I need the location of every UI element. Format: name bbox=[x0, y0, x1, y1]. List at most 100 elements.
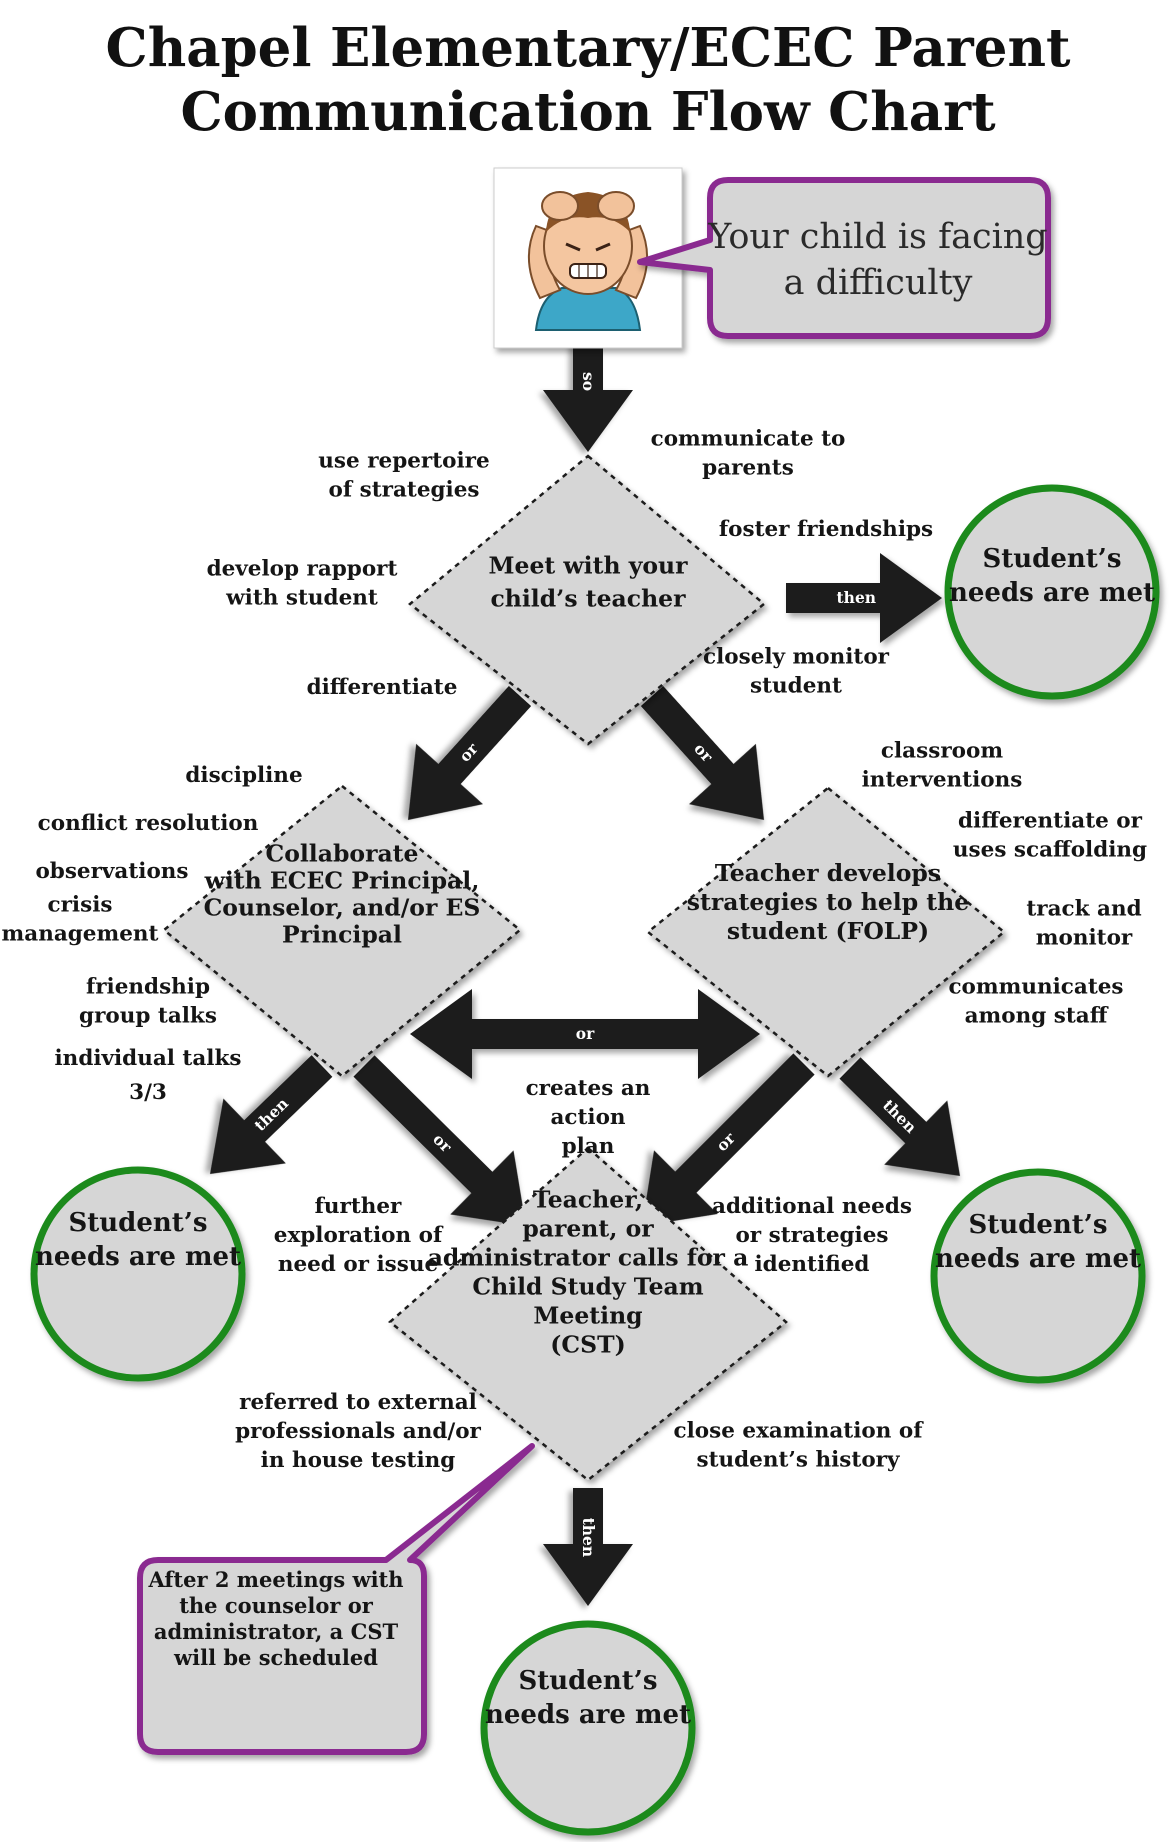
label-classroom-interventions-line-2: interventions bbox=[862, 768, 1023, 793]
label-close-examination-line-2: student’s history bbox=[696, 1448, 900, 1473]
label-individual-talks-line-1: individual talks bbox=[55, 1046, 242, 1071]
arrow-or-to-cst-right-shape bbox=[641, 1053, 815, 1227]
arrow-then-down-shape bbox=[543, 1488, 633, 1606]
cst-note-text-line-1: After 2 meetings with bbox=[147, 1567, 403, 1592]
arrow-so-label: so bbox=[579, 372, 598, 391]
arrow-or-both-label: or bbox=[576, 1024, 595, 1043]
label-scaffolding: differentiate or uses scaffolding bbox=[953, 809, 1147, 863]
outcome-circle-3 bbox=[930, 1168, 1146, 1384]
collaborate-text-line-1: Collaborate bbox=[266, 840, 419, 868]
outcome-4-text-line-1: Student’s bbox=[518, 1666, 657, 1696]
label-track-monitor-line-1: track and bbox=[1026, 897, 1141, 922]
arrow-so: so bbox=[543, 330, 633, 452]
outcome-circle-4 bbox=[480, 1620, 696, 1836]
label-scaffolding-line-2: uses scaffolding bbox=[953, 838, 1147, 863]
label-use-repertoire-line-1: use repertoire bbox=[318, 449, 489, 474]
label-track-monitor-line-2: monitor bbox=[1036, 926, 1133, 951]
label-observations: observations bbox=[35, 859, 188, 884]
label-observations-line-1: observations bbox=[35, 859, 188, 884]
label-referred-external-line-3: in house testing bbox=[261, 1448, 456, 1473]
outcome-1-text: Student’s needs are met bbox=[949, 544, 1155, 608]
label-develop-rapport-line-2: with student bbox=[225, 586, 378, 611]
label-foster-friendships-line-1: foster friendships bbox=[719, 517, 933, 542]
label-track-monitor: track and monitor bbox=[1026, 897, 1141, 951]
label-use-repertoire-line-2: of strategies bbox=[329, 478, 480, 503]
arrow-then-left-shape bbox=[210, 1055, 333, 1174]
arrow-then-right-shape bbox=[786, 553, 942, 643]
label-develop-rapport: develop rapport with student bbox=[207, 557, 398, 611]
label-closely-monitor-line-2: student bbox=[750, 674, 842, 699]
teacher-develops-text-line-2: strategies to help the bbox=[687, 888, 969, 916]
label-referred-external-line-1: referred to external bbox=[239, 1390, 477, 1415]
arrow-or-to-cst-left: or bbox=[353, 1055, 527, 1227]
outcome-4-text-line-2: needs are met bbox=[485, 1700, 691, 1730]
label-discipline-line-1: discipline bbox=[185, 763, 302, 788]
label-conflict-resolution-line-1: conflict resolution bbox=[38, 811, 259, 836]
chart-title-line-2: Communication Flow Chart bbox=[180, 81, 996, 143]
outcome-circle-1 bbox=[944, 484, 1160, 700]
label-communicates-staff-line-2: among staff bbox=[965, 1004, 1109, 1029]
cst-text-line-2: parent, or bbox=[522, 1215, 654, 1243]
label-crisis-management-line-2: management bbox=[2, 922, 159, 947]
note-box-shape bbox=[137, 1443, 535, 1755]
arrow-then-right-lower-shape bbox=[839, 1057, 961, 1177]
label-communicate-parents-line-1: communicate to bbox=[651, 427, 846, 452]
speech-text-line-2: a difficulty bbox=[784, 263, 973, 303]
arrow-or-right: or bbox=[640, 685, 765, 821]
cst-text-line-1: Teacher, bbox=[533, 1186, 643, 1214]
outcome-1-text-line-1: Student’s bbox=[982, 544, 1121, 574]
collaborate-text-line-3: Counselor, and/or ES bbox=[204, 894, 481, 922]
speech-bubble-shape bbox=[637, 177, 1051, 339]
arrow-then-down: then bbox=[543, 1488, 633, 1606]
label-creates-action-plan-line-3: plan bbox=[562, 1134, 615, 1159]
label-friendship-group-talks-line-1: friendship bbox=[86, 975, 210, 1000]
teacher-develops-text-line-1: Teacher develops bbox=[715, 859, 941, 887]
label-additional-needs-line-2: or strategies bbox=[735, 1223, 888, 1248]
label-classroom-interventions-line-1: classroom bbox=[881, 739, 1003, 764]
outcome-1-text-line-2: needs are met bbox=[949, 578, 1155, 608]
outcome-circle-2 bbox=[30, 1166, 246, 1382]
label-crisis-management: crisis management bbox=[2, 893, 159, 947]
label-further-exploration-line-2: exploration of bbox=[274, 1223, 444, 1248]
cst-text-line-3: administrator calls for a bbox=[428, 1244, 749, 1272]
cst-note-text-line-4: will be scheduled bbox=[173, 1645, 378, 1670]
arrow-then-left: then bbox=[210, 1055, 333, 1174]
label-differentiate: differentiate bbox=[307, 675, 458, 700]
label-crisis-management-line-1: crisis bbox=[48, 893, 113, 918]
collaborate-diamond bbox=[162, 784, 522, 1078]
label-conflict-resolution: conflict resolution bbox=[38, 811, 259, 836]
label-communicate-parents-line-2: parents bbox=[702, 456, 794, 481]
arrow-or-both: or bbox=[410, 989, 760, 1079]
arrow-so-shape bbox=[543, 330, 633, 452]
speech-text-line-1: Your child is facing bbox=[707, 217, 1047, 257]
arrow-or-to-cst-right: or bbox=[641, 1053, 815, 1227]
chart-title-line-1: Chapel Elementary/ECEC Parent bbox=[106, 17, 1071, 79]
frustrated-child-illustration bbox=[493, 167, 683, 349]
label-use-repertoire: use repertoire of strategies bbox=[318, 449, 489, 503]
label-additional-needs-line-3: identified bbox=[755, 1252, 870, 1277]
label-discipline: discipline bbox=[185, 763, 302, 788]
outcome-2-text-line-2: needs are met bbox=[35, 1242, 241, 1272]
label-further-exploration-line-1: further bbox=[315, 1194, 402, 1219]
cst-text-line-6: (CST) bbox=[550, 1331, 625, 1359]
label-differentiate-line-1: differentiate bbox=[307, 675, 458, 700]
meet-teacher-diamond bbox=[408, 454, 766, 746]
label-develop-rapport-line-1: develop rapport bbox=[207, 557, 398, 582]
outcome-3-text-line-1: Student’s bbox=[968, 1210, 1107, 1240]
label-scaffolding-line-1: differentiate or bbox=[958, 809, 1143, 834]
label-additional-needs-line-1: additional needs bbox=[712, 1194, 912, 1219]
meet-teacher-text-line-1: Meet with your bbox=[488, 552, 688, 580]
arrow-then-right: then bbox=[786, 553, 942, 643]
label-close-examination-line-1: close examination of bbox=[674, 1419, 925, 1444]
arrow-or-both-shape bbox=[410, 989, 760, 1079]
